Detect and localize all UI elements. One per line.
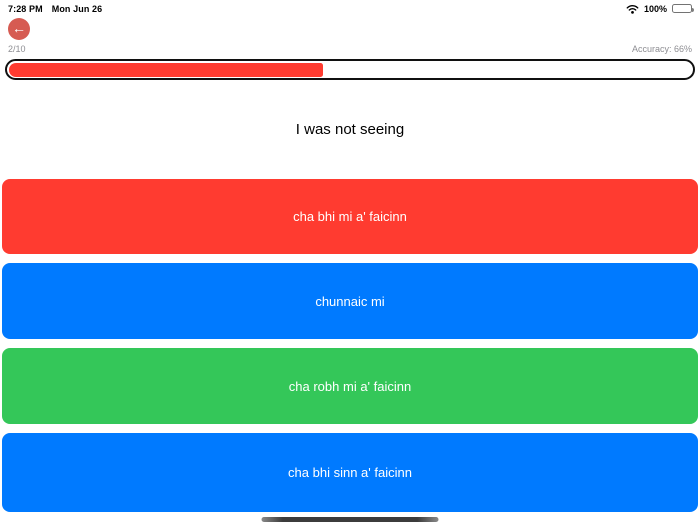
progress-fill [8,62,323,77]
answer-label: cha robh mi a' faicinn [288,378,412,394]
answer-button-1[interactable]: cha bhi mi a' faicinn [2,179,698,254]
answer-button-4[interactable]: cha bhi sinn a' faicinn [2,433,698,512]
accuracy-label: Accuracy: 66% [631,44,692,54]
answer-button-3[interactable]: cha robh mi a' faicinn [2,348,698,424]
battery-icon [672,4,694,13]
answer-label: cha bhi sinn a' faicinn [288,465,412,480]
home-indicator[interactable] [261,517,439,522]
status-date-label: Mon Jun 26 [51,3,103,14]
back-button[interactable]: ← [8,18,30,40]
arrow-left-icon: ← [12,20,26,36]
wifi-icon [626,4,639,14]
answer-label: chunnaic mi [315,293,385,309]
status-time-label: 7:28 PM [8,3,43,14]
battery-percent-label: 100% [643,3,667,14]
progress-bar [5,59,695,80]
answer-button-2[interactable]: chunnaic mi [2,263,698,339]
status-bar: 7:28 PM Mon Jun 26 100% [0,0,700,17]
question-text: I was not seeing [295,121,405,138]
progress-count-label: 2/10 [8,44,26,54]
answer-label: cha bhi mi a' faicinn [293,209,407,224]
